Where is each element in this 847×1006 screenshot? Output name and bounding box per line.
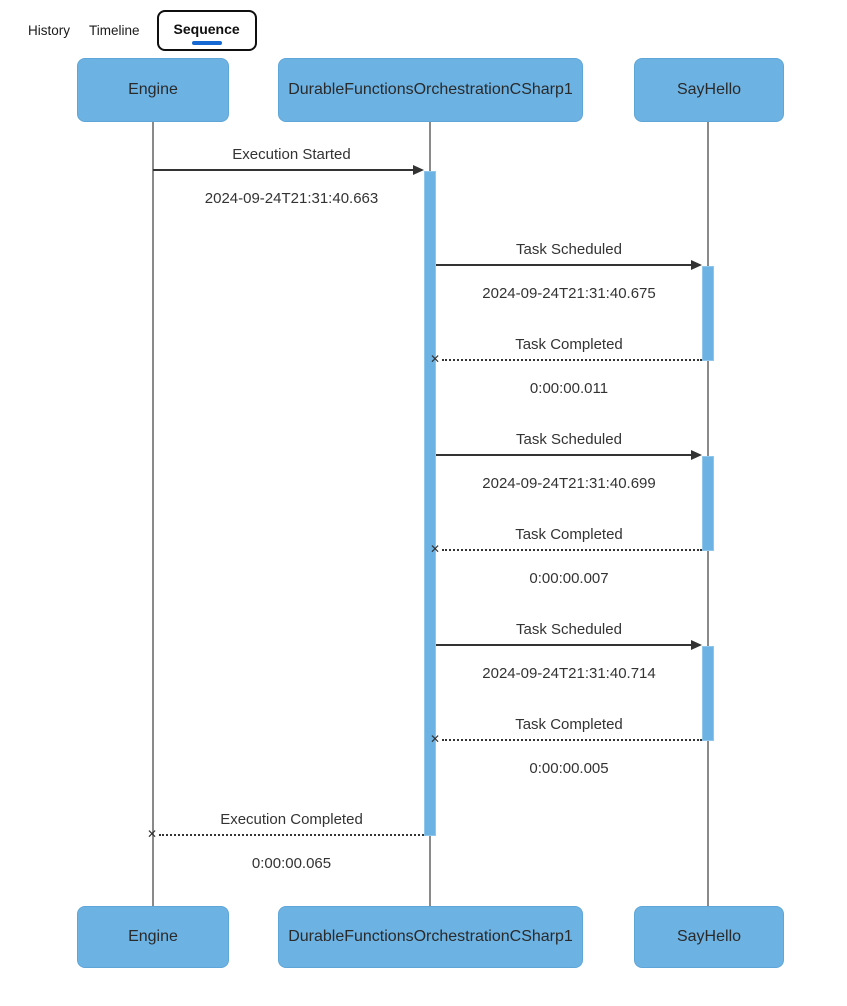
message-timestamp: 2024-09-24T21:31:40.675	[482, 285, 656, 302]
activation-bar	[702, 456, 714, 551]
participant-name: SayHello	[676, 928, 742, 945]
message-label: Task Completed	[515, 716, 623, 733]
activation-bar	[424, 171, 436, 836]
message-arrow-line	[153, 169, 416, 171]
message-label: Task Scheduled	[516, 241, 622, 258]
message-label: Task Scheduled	[516, 621, 622, 638]
participant-name: Engine	[128, 928, 178, 945]
message-return-line	[159, 834, 424, 836]
activation-bar	[702, 266, 714, 361]
participant-name: SayHello	[676, 81, 742, 98]
participant-box-bottom: Engine	[77, 906, 229, 968]
duration-label: 0:00:00.005	[529, 760, 609, 777]
activation-bar	[702, 646, 714, 741]
arrowhead-icon	[691, 260, 702, 270]
message-return-line	[442, 549, 702, 551]
participant-name: DurableFunctionsOrchestrationCSharp1	[288, 81, 573, 98]
participant-name: DurableFunctionsOrchestrationCSharp1	[288, 928, 573, 945]
tab-bar: History Timeline Sequence	[26, 8, 257, 52]
lifeline	[152, 122, 154, 906]
message-arrow-line	[436, 644, 694, 646]
cross-icon: ✕	[147, 827, 158, 841]
arrowhead-icon	[691, 640, 702, 650]
message-arrow-line	[436, 264, 694, 266]
message-label: Execution Started	[232, 146, 351, 163]
participant-name: Engine	[128, 81, 178, 98]
message-timestamp: 2024-09-24T21:31:40.699	[482, 475, 656, 492]
cross-icon: ✕	[430, 732, 441, 746]
duration-label: 0:00:00.011	[529, 380, 609, 397]
tab-sequence[interactable]: Sequence	[156, 9, 257, 51]
arrowhead-icon	[413, 165, 424, 175]
message-timestamp: 2024-09-24T21:31:40.714	[482, 665, 656, 682]
message-timestamp: 2024-09-24T21:31:40.663	[204, 190, 379, 207]
tab-history[interactable]: History	[26, 19, 72, 42]
message-return-line	[442, 359, 702, 361]
message-label: Task Completed	[515, 526, 623, 543]
participant-box-bottom: DurableFunctionsOrchestrationCSharp1	[278, 906, 583, 968]
message-return-line	[442, 739, 702, 741]
participant-box-top: DurableFunctionsOrchestrationCSharp1	[278, 58, 583, 122]
cross-icon: ✕	[430, 352, 441, 366]
message-label: Execution Completed	[220, 811, 363, 828]
message-label: Task Scheduled	[516, 431, 622, 448]
cross-icon: ✕	[430, 542, 441, 556]
message-arrow-line	[436, 454, 694, 456]
message-label: Task Completed	[515, 336, 623, 353]
tab-timeline[interactable]: Timeline	[87, 19, 142, 42]
participant-box-top: Engine	[77, 58, 229, 122]
participant-box-top: SayHello	[634, 58, 784, 122]
participant-box-bottom: SayHello	[634, 906, 784, 968]
tab-sequence-label: Sequence	[173, 20, 240, 37]
arrowhead-icon	[691, 450, 702, 460]
duration-label: 0:00:00.065	[251, 855, 332, 872]
active-tab-indicator	[191, 40, 222, 45]
duration-label: 0:00:00.007	[529, 570, 609, 587]
